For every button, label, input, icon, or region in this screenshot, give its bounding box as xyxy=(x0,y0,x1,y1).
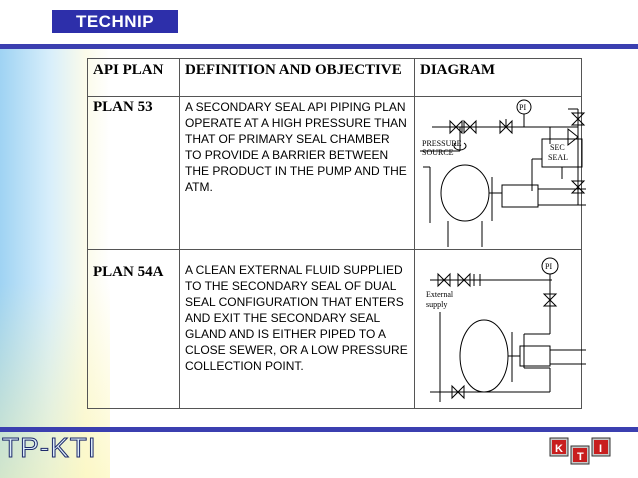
diagram-label-source: SOURCE xyxy=(422,148,454,157)
diagram-label-seal: SEAL xyxy=(548,153,568,162)
pressure-gauge-icon xyxy=(516,99,532,115)
plan-54a-diagram: PI External supply xyxy=(426,257,586,402)
plan-definition: A CLEAN EXTERNAL FLUID SUPPLIED TO THE S… xyxy=(179,249,415,409)
logo-letter-i: I xyxy=(599,443,602,455)
footer-brand: TP-KTI xyxy=(2,432,97,464)
logo-letter-k: K xyxy=(555,443,563,455)
diagram-label-external: External xyxy=(426,290,454,299)
column-header-definition: DEFINITION AND OBJECTIVE xyxy=(179,58,415,97)
plan-name: PLAN 54A xyxy=(87,249,180,409)
api-plan-table: API PLAN DEFINITION AND OBJECTIVE DIAGRA… xyxy=(87,58,586,409)
table-row: PLAN 53 A SECONDARY SEAL API PIPING PLAN… xyxy=(87,96,586,250)
plan-53-diagram-cell: PI PRESSURE SOURCE SEC SEAL xyxy=(414,96,586,250)
header-divider xyxy=(0,44,638,49)
plan-54a-diagram-cell: PI External supply xyxy=(414,249,586,409)
plan-definition: A SECONDARY SEAL API PIPING PLAN OPERATE… xyxy=(179,96,415,250)
table-row: PLAN 54A A CLEAN EXTERNAL FLUID SUPPLIED… xyxy=(87,249,586,409)
pressure-gauge-icon xyxy=(541,257,559,275)
diagram-label-sec: SEC xyxy=(550,143,565,152)
logo-letter-t: T xyxy=(577,451,584,463)
technip-logo: TECHNIP xyxy=(52,10,178,33)
footer-divider xyxy=(0,427,638,432)
plan-name: PLAN 53 xyxy=(87,96,180,250)
diagram-label-pi: PI xyxy=(519,103,526,112)
logo-text: TECHNIP xyxy=(75,11,155,31)
plan-53-diagram: PI PRESSURE SOURCE SEC SEAL xyxy=(420,99,586,247)
kti-logo: K T I xyxy=(549,437,611,465)
table-header-row: API PLAN DEFINITION AND OBJECTIVE DIAGRA… xyxy=(87,58,582,97)
column-header-api-plan: API PLAN xyxy=(87,58,180,97)
diagram-label-pressure: PRESSURE xyxy=(422,139,462,148)
diagram-label-supply: supply xyxy=(426,300,447,309)
column-header-diagram: DIAGRAM xyxy=(414,58,582,97)
diagram-label-pi: PI xyxy=(545,262,552,271)
